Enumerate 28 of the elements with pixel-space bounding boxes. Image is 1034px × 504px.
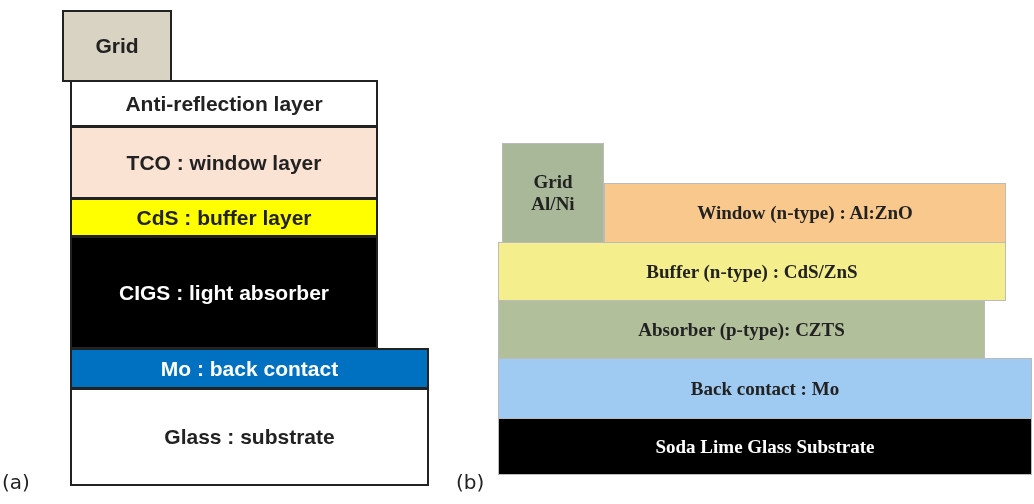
layer-box (70, 236, 378, 349)
layer-box (498, 300, 985, 359)
layer-box (70, 198, 378, 237)
layer-label: Anti-reflection layer (124, 91, 324, 116)
layer-box (498, 358, 1032, 419)
layer-label: Glass : substrate (163, 425, 336, 449)
panel-label: (a) (2, 470, 30, 494)
layer-label: Mo : back contact (159, 356, 340, 381)
layer-box (502, 143, 604, 243)
layer-label: Grid (94, 34, 140, 58)
layer-label: Back contact : Mo (689, 377, 841, 400)
layer-box (70, 388, 429, 486)
layer-box (70, 126, 378, 199)
layer-box (70, 348, 429, 389)
layer-label: Buffer (n-type) : CdS/ZnS (645, 260, 859, 283)
layer-label: Window (n-type) : Al:ZnO (696, 202, 914, 224)
layer-box (498, 242, 1006, 301)
layer-label: Grid Al/Ni (530, 171, 576, 215)
layer-label: CdS : buffer layer (135, 205, 313, 230)
layer-box (70, 80, 378, 127)
layer-box (498, 418, 1032, 475)
panel-label: (b) (456, 470, 485, 494)
layer-label: TCO : window layer (125, 150, 323, 175)
layer-label: CIGS : light absorber (118, 280, 330, 305)
layer-box (604, 183, 1006, 243)
layer-box (62, 10, 172, 82)
layer-label: Absorber (p-type): CZTS (637, 318, 846, 341)
layer-label: Soda Lime Glass Substrate (654, 435, 876, 458)
